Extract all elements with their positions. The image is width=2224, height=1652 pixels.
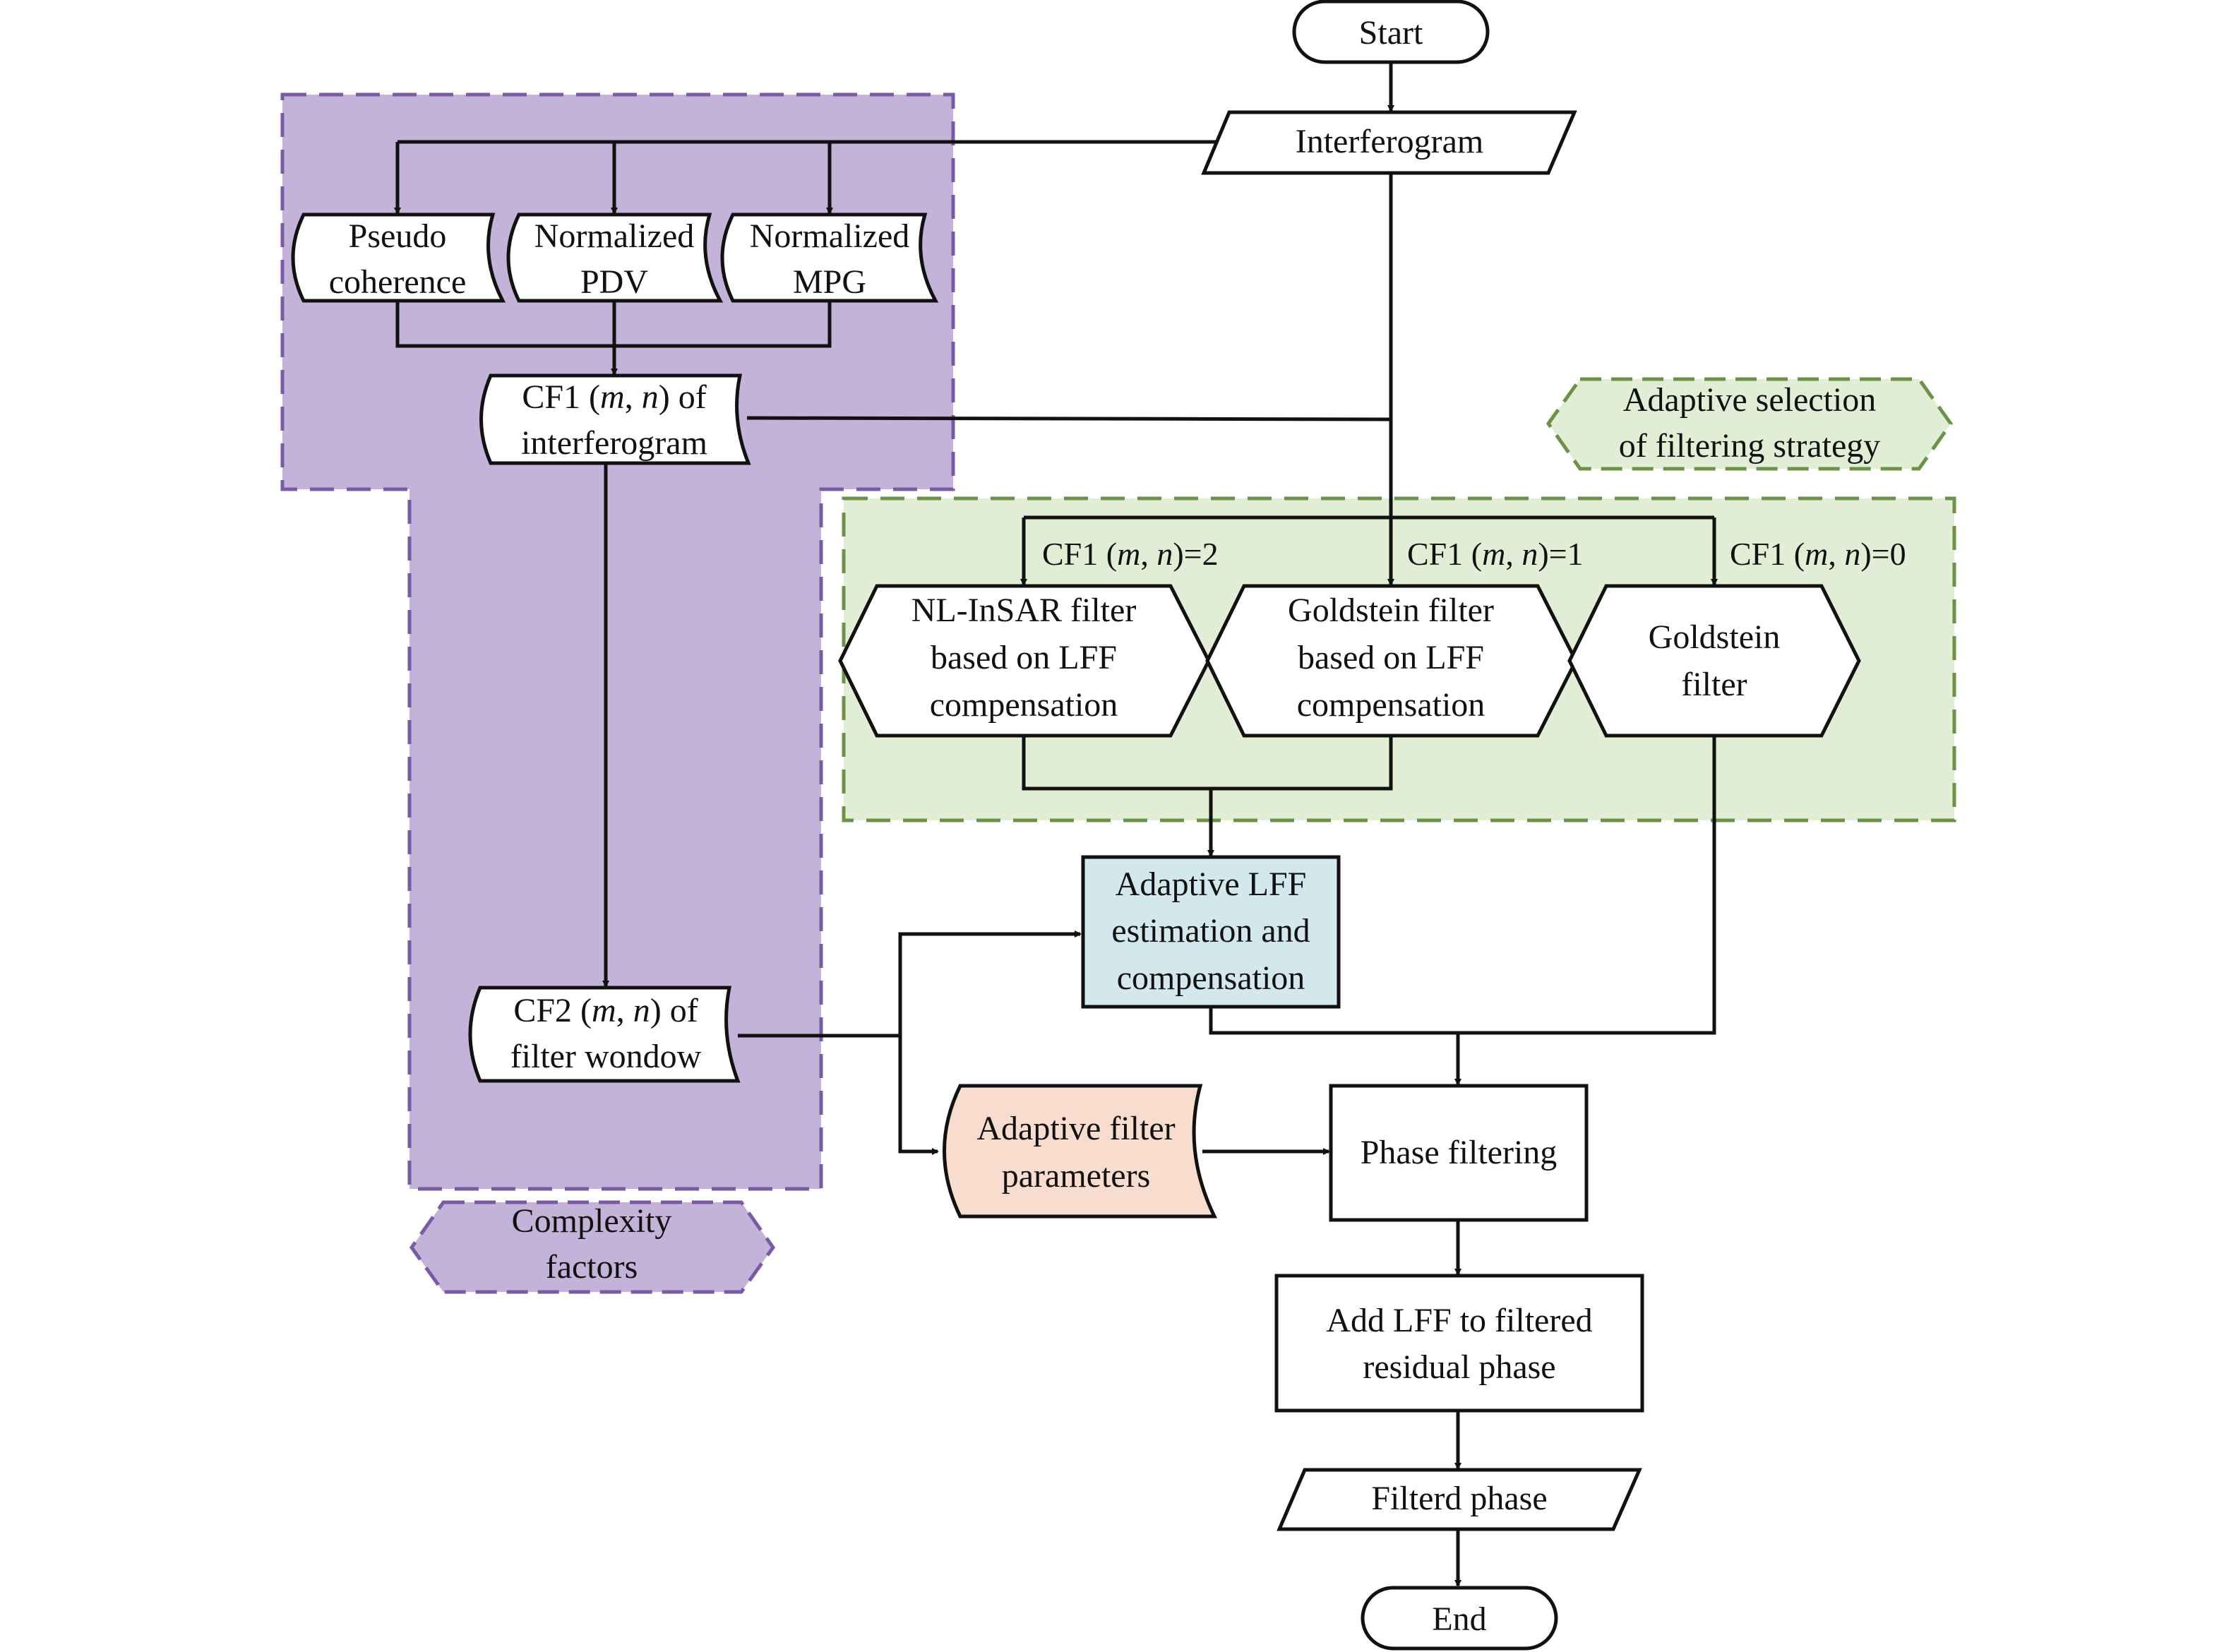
- complexity-label-line2: factors: [546, 1248, 638, 1286]
- filtered-phase-node: Filterd phase: [1277, 1468, 1642, 1531]
- complexity-factors-label: Complexity factors: [409, 1200, 776, 1294]
- edge-adaptive-lff-down: [1209, 1008, 1458, 1035]
- cf2-shape: [468, 986, 741, 1083]
- cf2-node: CF2 (m, n) of filter wondow: [468, 986, 741, 1083]
- cf1-prefix: CF1 (: [522, 378, 600, 416]
- cf2-sep: ,: [616, 992, 633, 1029]
- adaptive-lff-box: [1081, 855, 1341, 1009]
- nl-insar-line3: compensation: [930, 686, 1118, 724]
- cf1-node: CF1 (m, n) of interferogram: [479, 373, 751, 465]
- end-node: End: [1361, 1586, 1558, 1651]
- goldstein-hexagon: [1567, 584, 1861, 738]
- cf1-m: m: [600, 378, 625, 416]
- goldstein-lff-line2: based on LFF: [1298, 639, 1484, 676]
- adaptive-params-line2: parameters: [1002, 1157, 1151, 1195]
- cf1-line1: CF1 (m, n) of: [522, 378, 706, 416]
- normalized-pdv-line2: PDV: [580, 263, 648, 301]
- goldstein-lff-line1: Goldstein filter: [1288, 592, 1494, 629]
- normalized-mpg-line2: MPG: [793, 263, 866, 301]
- interferogram-parallelogram: [1201, 110, 1577, 175]
- nl-insar-line1: NL-InSAR filter: [911, 592, 1137, 629]
- pseudo-coherence-shape: [291, 213, 506, 303]
- adaptive-lff-line2: estimation and: [1111, 912, 1310, 950]
- edge-cf1-to-trunk: [746, 416, 1392, 421]
- complexity-label-hexagon: [409, 1200, 776, 1294]
- cf2-m: m: [592, 992, 616, 1029]
- nl-insar-line2: based on LFF: [931, 639, 1117, 676]
- end-label: End: [1432, 1600, 1486, 1638]
- normalized-pdv-line1: Normalized: [534, 217, 695, 255]
- edge-label-cf1-eq0: CF1 (m, n)=0: [1730, 536, 1906, 572]
- cf2-line1: CF2 (m, n) of: [513, 992, 698, 1029]
- interferogram-node: Interferogram: [1201, 110, 1577, 175]
- adaptive-selection-label: Adaptive selection of filtering strategy: [1546, 377, 1954, 471]
- complexity-factors-region: [280, 92, 955, 1191]
- start-label: Start: [1359, 14, 1423, 52]
- cf1-sep: ,: [625, 378, 642, 416]
- edge-label-cf1-eq2: CF1 (m, n)=2: [1042, 536, 1219, 572]
- goldstein-line1: Goldstein: [1649, 618, 1781, 656]
- cf1-line2: interferogram: [521, 424, 707, 462]
- edge-filters-merge: [1022, 736, 1393, 791]
- adaptive-selection-line2: of filtering strategy: [1619, 427, 1881, 465]
- cf1-n: n: [642, 378, 659, 416]
- add-lff-box: [1274, 1274, 1644, 1413]
- cf2-n: n: [633, 992, 650, 1029]
- add-lff-line2: residual phase: [1363, 1348, 1555, 1386]
- start-terminator: [1292, 0, 1490, 64]
- adaptive-lff-line1: Adaptive LFF: [1116, 866, 1307, 903]
- edge-goldstein-down: [1458, 736, 1716, 1035]
- complexity-label-line1: Complexity: [512, 1202, 672, 1240]
- edges: [394, 64, 1718, 1587]
- interferogram-label: Interferogram: [1296, 123, 1484, 160]
- nl-insar-filter-node: NL-InSAR filter based on LFF compensatio…: [838, 584, 1211, 738]
- edge-cf2-to-params: [898, 1036, 939, 1155]
- add-lff-line1: Add LFF to filtered: [1326, 1302, 1592, 1339]
- start-node: Start: [1292, 0, 1490, 64]
- phase-filtering-node: Phase filtering: [1329, 1084, 1589, 1222]
- phase-filtering-box: [1329, 1084, 1589, 1222]
- edge-label-cf1-eq1: CF1 (m, n)=1: [1407, 536, 1584, 572]
- goldstein-lff-filter-node: Goldstein filter based on LFF compensati…: [1205, 584, 1578, 738]
- pseudo-coherence-node: Pseudo coherence: [291, 213, 506, 303]
- adaptive-params-line1: Adaptive filter: [976, 1110, 1175, 1147]
- goldstein-lff-line3: compensation: [1297, 686, 1485, 724]
- normalized-mpg-line1: Normalized: [750, 217, 910, 255]
- filtered-phase-label: Filterd phase: [1371, 1480, 1547, 1517]
- goldstein-lff-hexagon: [1205, 584, 1578, 738]
- phase-filtering-label: Phase filtering: [1361, 1134, 1558, 1171]
- complexity-region-shape: [280, 92, 955, 1191]
- pseudo-coherence-line1: Pseudo: [349, 217, 447, 255]
- adaptive-selection-hexagon: [1546, 377, 1954, 471]
- adaptive-params-shape: [943, 1084, 1217, 1219]
- normalized-mpg-node: Normalized MPG: [720, 213, 939, 303]
- adaptive-lff-line3: compensation: [1117, 959, 1305, 997]
- goldstein-line2: filter: [1681, 666, 1747, 703]
- cf2-line2: filter wondow: [510, 1038, 702, 1075]
- adaptive-params-node: Adaptive filter parameters: [943, 1084, 1217, 1219]
- adaptive-selection-line1: Adaptive selection: [1623, 381, 1877, 419]
- normalized-mpg-shape: [720, 213, 939, 303]
- cf1-suffix: ) of: [659, 378, 707, 416]
- pseudo-coherence-line2: coherence: [329, 263, 467, 301]
- nl-insar-hexagon: [838, 584, 1211, 738]
- add-lff-node: Add LFF to filtered residual phase: [1274, 1274, 1644, 1413]
- goldstein-filter-node: Goldstein filter: [1567, 584, 1861, 738]
- normalized-pdv-shape: [506, 213, 724, 303]
- filtered-phase-parallelogram: [1277, 1468, 1642, 1531]
- cf2-suffix: ) of: [650, 992, 698, 1029]
- end-terminator: [1361, 1586, 1558, 1651]
- normalized-pdv-node: Normalized PDV: [506, 213, 724, 303]
- cf1-shape: [479, 373, 751, 465]
- adaptive-lff-node: Adaptive LFF estimation and compensation: [1081, 855, 1341, 1009]
- cf2-prefix: CF2 (: [513, 992, 592, 1029]
